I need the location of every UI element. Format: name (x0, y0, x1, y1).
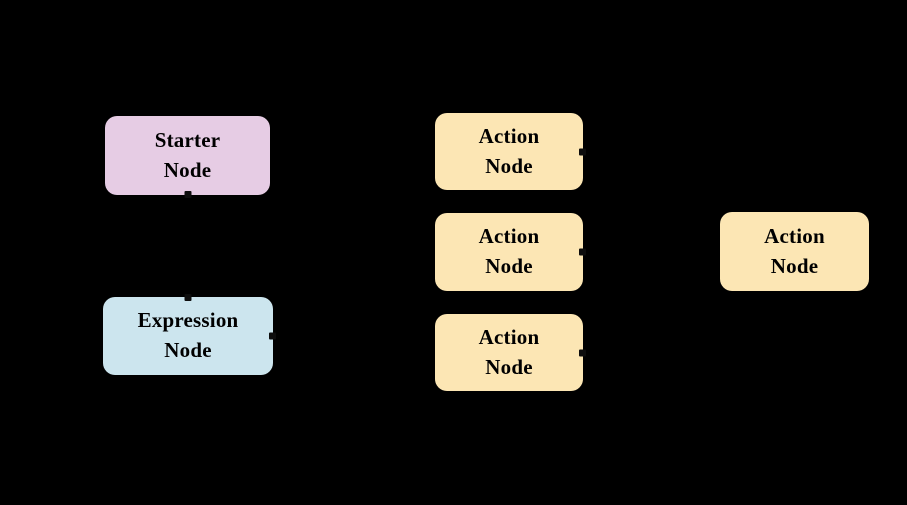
node-label-line-1: Action (478, 224, 540, 249)
connector-port-right[interactable] (579, 349, 586, 356)
node-label-line-1: Action (478, 324, 540, 349)
node-label-line-1: Starter (154, 127, 221, 152)
connector-port-right[interactable] (579, 248, 586, 256)
node-label-line-1: Expression (137, 308, 239, 333)
node-label-line-2: Node (485, 153, 533, 178)
node-label-line-1: Action (478, 123, 540, 148)
node-label-line-2: Node (770, 253, 819, 278)
node-label-line-2: Node (485, 354, 533, 379)
connector-port-bottom[interactable] (184, 191, 191, 198)
connector-port-top[interactable] (184, 294, 192, 301)
connector-port-right[interactable] (269, 332, 276, 340)
node-label-line-2: Node (485, 254, 533, 278)
node-label-line-2: Node (164, 338, 212, 362)
node-label-line-2: Node (163, 157, 212, 182)
connector-port-right[interactable] (579, 148, 586, 155)
node-label-line-1: Action (764, 223, 825, 248)
